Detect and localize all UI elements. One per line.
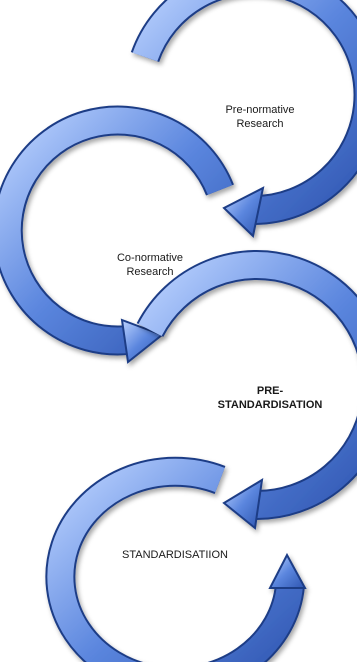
stage-label-line: STANDARDISATIION [122, 549, 228, 561]
stage-label-line: Research [126, 266, 174, 279]
arc-arrow-2 [0, 105, 234, 364]
stage-label-pre-normative-research: Pre-normative Research [200, 103, 320, 132]
stage-label-co-normative-research: Co-normative Research [90, 251, 210, 280]
stage-label-line: PRE- [256, 385, 284, 397]
stage-label-pre-standardisation: PRE- STANDARDISATION [205, 384, 335, 413]
stage-label-line: Pre-normative [225, 104, 295, 116]
arc-arrow-1 [130, 0, 357, 238]
stage-label-line: STANDARDISATION [217, 399, 323, 412]
arc-arrow-3 [136, 250, 357, 530]
arc-arrow-4 [45, 456, 307, 662]
stage-label-standardisation: STANDARDISATIION [100, 548, 250, 562]
stage-label-line: Co-normative [116, 252, 184, 264]
stage-label-line: Research [236, 118, 284, 131]
